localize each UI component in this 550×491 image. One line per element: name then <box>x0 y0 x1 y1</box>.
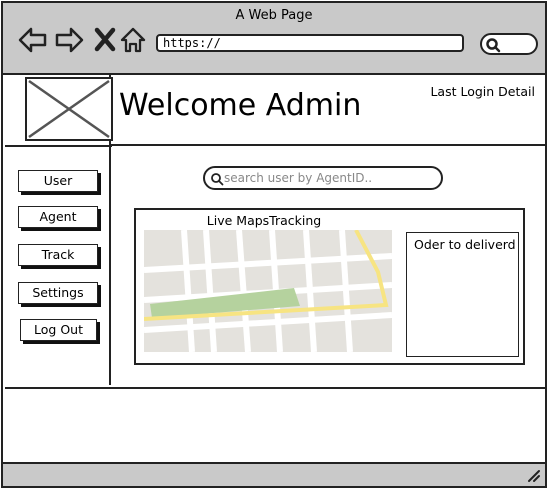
home-icon[interactable] <box>119 25 149 55</box>
arrow-right-icon[interactable] <box>54 25 84 55</box>
resize-grip-icon[interactable] <box>527 469 541 483</box>
sidebar-item-log-out[interactable]: Log Out <box>20 319 97 341</box>
order-list-box: Oder to deliverd <box>406 232 519 357</box>
search-icon <box>211 173 224 186</box>
browser-title: A Web Page <box>235 8 313 23</box>
search-icon <box>486 38 501 53</box>
sidebar-item-track[interactable]: Track <box>18 244 98 266</box>
map-title: Live MapsTracking <box>206 213 322 228</box>
order-label: Oder to deliverd <box>414 237 516 252</box>
sidebar-header-divider <box>5 145 112 147</box>
sidebar-item-user[interactable]: User <box>18 170 98 192</box>
map-view[interactable] <box>144 230 392 352</box>
park-area <box>150 288 300 318</box>
browser-search-field[interactable] <box>480 33 538 55</box>
highlighted-route <box>144 230 389 321</box>
sidebar-divider <box>109 75 111 385</box>
page-title: Welcome Admin <box>119 88 362 123</box>
agent-search-input[interactable] <box>224 170 434 186</box>
content-bottom-divider <box>5 387 545 389</box>
live-map-panel: Live MapsTracking Oder to deliverd <box>134 208 525 365</box>
close-icon[interactable] <box>91 25 121 55</box>
header-divider <box>109 144 547 146</box>
image-placeholder-icon <box>25 77 113 141</box>
agent-search-field[interactable] <box>203 166 443 190</box>
sidebar-item-agent[interactable]: Agent <box>18 206 98 228</box>
arrow-left-icon[interactable] <box>18 25 48 55</box>
sidebar-item-settings[interactable]: Settings <box>18 282 98 304</box>
address-bar[interactable]: https:// <box>156 34 464 52</box>
browser-toolbar: A Web Page https:// <box>3 3 545 75</box>
browser-status-bar <box>3 462 545 486</box>
last-login-link[interactable]: Last Login Detail <box>430 84 535 99</box>
